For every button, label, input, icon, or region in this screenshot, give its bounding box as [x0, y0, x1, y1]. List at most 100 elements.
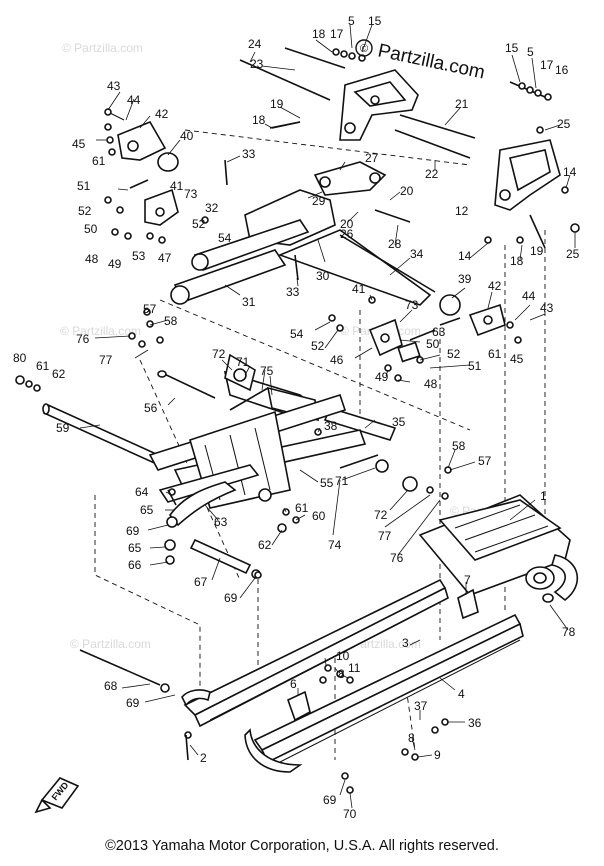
- callout-25: 25: [566, 247, 580, 261]
- callout-68: 68: [104, 679, 118, 693]
- callout-19: 19: [270, 97, 284, 111]
- callout-18: 18: [510, 254, 524, 268]
- callout-76: 76: [390, 551, 404, 565]
- link-plate: [313, 161, 387, 196]
- callout-27: 27: [365, 151, 379, 165]
- watermark-faint: © Partzilla.com: [60, 324, 141, 338]
- lower-frame: [148, 394, 367, 509]
- callout-35: 35: [392, 415, 406, 429]
- callout-26: 26: [340, 227, 354, 241]
- callout-67: 67: [194, 575, 208, 589]
- callout-21: 21: [455, 97, 469, 111]
- callout-71: 71: [236, 355, 250, 369]
- callout-37: 37: [414, 699, 428, 713]
- copyright-footer: ©2013 Yamaha Motor Corporation, U.S.A. A…: [105, 838, 499, 854]
- callout-43: 43: [540, 301, 554, 315]
- callout-52: 52: [192, 217, 206, 231]
- callout-69: 69: [224, 591, 238, 605]
- callout-69: 69: [126, 524, 140, 538]
- callout-57: 57: [478, 454, 492, 468]
- callout-7: 7: [464, 573, 471, 587]
- callout-61: 61: [36, 359, 50, 373]
- callout-56: 56: [144, 401, 158, 415]
- callout-11: 11: [348, 661, 361, 675]
- callout-66: 66: [128, 558, 142, 572]
- callout-41: 41: [170, 179, 184, 193]
- callout-42: 42: [155, 107, 169, 121]
- callout-51: 51: [468, 359, 482, 373]
- watermark-faint: © Partzilla.com: [62, 41, 143, 55]
- callout-17: 17: [540, 58, 554, 72]
- callout-48: 48: [85, 252, 99, 266]
- slider-bracket-7: [457, 588, 479, 620]
- callout-72: 72: [374, 508, 388, 522]
- callout-69: 69: [323, 793, 337, 807]
- shock-absorber: [189, 538, 261, 579]
- callout-22: 22: [425, 167, 439, 181]
- callout-28: 28: [388, 237, 402, 251]
- callout-5: 5: [348, 14, 355, 28]
- callout-31: 31: [242, 295, 256, 309]
- callout-29: 29: [312, 194, 326, 208]
- lower-rod: [79, 649, 170, 693]
- callout-1: 1: [540, 489, 547, 503]
- callout-9: 9: [434, 748, 441, 762]
- callout-48: 48: [424, 377, 438, 391]
- callout-65: 65: [128, 541, 142, 555]
- svg-text:©: ©: [360, 43, 368, 55]
- callout-38: 38: [324, 419, 338, 433]
- callout-44: 44: [522, 289, 536, 303]
- right-bracket-group: [368, 294, 506, 363]
- callout-63: 63: [214, 515, 228, 529]
- callout-61: 61: [92, 154, 106, 168]
- callout-58: 58: [452, 439, 466, 453]
- callout-25: 25: [557, 117, 571, 131]
- callout-39: 39: [458, 272, 472, 286]
- callout-52: 52: [447, 347, 461, 361]
- callout-73: 73: [405, 298, 419, 312]
- callout-62: 62: [258, 538, 272, 552]
- callout-8: 8: [408, 731, 415, 745]
- callout-75: 75: [260, 364, 274, 378]
- callout-41: 41: [352, 282, 366, 296]
- callout-10: 10: [336, 649, 350, 663]
- callout-54: 54: [290, 327, 304, 341]
- callout-44: 44: [127, 93, 141, 107]
- callout-6: 6: [290, 677, 297, 691]
- callout-59: 59: [56, 421, 70, 435]
- callout-14: 14: [563, 165, 577, 179]
- callout-16: 16: [555, 63, 569, 77]
- callout-17: 17: [330, 27, 344, 41]
- callout-15: 15: [505, 41, 519, 55]
- callout-3: 3: [402, 636, 409, 650]
- callout-50: 50: [426, 337, 440, 351]
- callout-69: 69: [126, 696, 140, 710]
- callout-77: 77: [378, 529, 392, 543]
- callout-labels: 18 17 5 15 24 23 15 5 17 16 43 44 42 19 …: [13, 14, 580, 821]
- callout-57: 57: [143, 302, 157, 316]
- watermark-faint: © Partzilla.com: [70, 637, 151, 651]
- callout-70: 70: [343, 807, 357, 821]
- callout-36: 36: [468, 716, 482, 730]
- callout-40: 40: [180, 129, 194, 143]
- callout-73: 73: [184, 187, 198, 201]
- callout-77: 77: [99, 353, 113, 367]
- callout-80: 80: [13, 351, 27, 365]
- callout-49: 49: [375, 370, 389, 384]
- callout-45: 45: [72, 137, 86, 151]
- callout-76: 76: [76, 332, 90, 346]
- left-bracket-group: [107, 111, 179, 226]
- callout-8: 8: [338, 667, 345, 681]
- callout-74: 74: [328, 538, 342, 552]
- callout-50: 50: [84, 222, 98, 236]
- callout-33: 33: [286, 285, 300, 299]
- callout-12: 12: [455, 204, 469, 218]
- callout-30: 30: [316, 269, 330, 283]
- callout-65: 65: [140, 503, 154, 517]
- callout-62: 62: [52, 367, 66, 381]
- callout-42: 42: [488, 279, 502, 293]
- callout-52: 52: [78, 204, 92, 218]
- forward-arrow-icon: FWD: [34, 777, 80, 814]
- slide-rails: [181, 578, 524, 773]
